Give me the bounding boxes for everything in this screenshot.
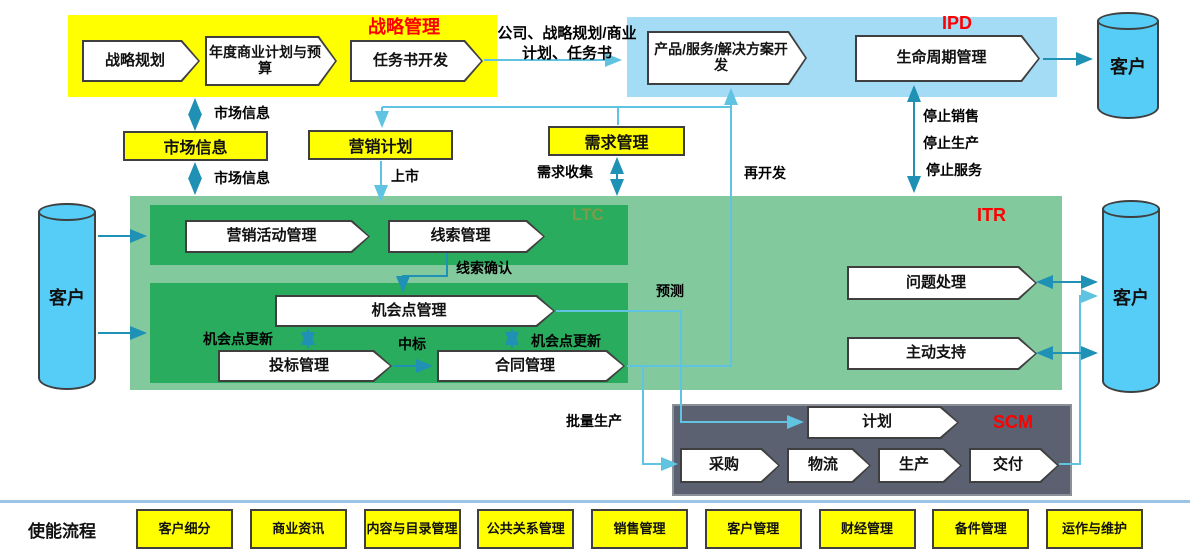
enabler-boxes: 客户细分 商业资讯 内容与目录管理 公共关系管理 销售管理 客户管理 财经管理 … xyxy=(136,509,1143,549)
process-lead-management: 线索管理 xyxy=(388,220,545,253)
process-annual-business-plan: 年度商业计划与预算 xyxy=(205,36,337,86)
info-box-marketing-plan: 营销计划 xyxy=(308,130,453,160)
flow-label-lead-confirm: 线索确认 xyxy=(456,260,512,276)
enabler-item-finance-mgmt: 财经管理 xyxy=(818,509,916,549)
enabler-item-public-relations-mgmt: 公共关系管理 xyxy=(477,509,575,549)
enabler-item-customer-mgmt: 客户管理 xyxy=(704,509,802,549)
flow-label-demand-collect: 需求收集 xyxy=(537,164,593,180)
process-contract-management: 合同管理 xyxy=(437,350,625,382)
flow-label-stop-production: 停止生产 xyxy=(923,135,979,151)
process-procurement: 采购 xyxy=(680,448,780,483)
flow-label-mass-production: 批量生产 xyxy=(566,413,622,429)
process-logistics: 物流 xyxy=(787,448,871,483)
flow-label-redevelop: 再开发 xyxy=(744,165,786,181)
scm-section-label: SCM xyxy=(993,412,1033,432)
flow-label-stop-service: 停止服务 xyxy=(926,162,982,178)
strategy-section-label: 战略管理 xyxy=(368,17,440,37)
process-proactive-support: 主动支持 xyxy=(847,337,1037,370)
info-box-market-info: 市场信息 xyxy=(123,131,268,161)
enabler-divider-line xyxy=(0,500,1190,503)
process-bidding-management: 投标管理 xyxy=(218,350,392,382)
flow-label-launch: 上市 xyxy=(391,168,419,184)
process-strategic-planning: 战略规划 xyxy=(82,40,200,82)
process-marketing-activity-mgmt: 营销活动管理 xyxy=(185,220,370,253)
enabler-item-business-intelligence: 商业资讯 xyxy=(249,509,347,549)
flow-label-forecast: 预测 xyxy=(656,283,684,299)
itr-section-label: ITR xyxy=(977,205,1006,225)
enabler-item-spare-parts-mgmt: 备件管理 xyxy=(932,509,1030,549)
process-lifecycle-management: 生命周期管理 xyxy=(855,35,1040,82)
enabler-item-content-catalog-mgmt: 内容与目录管理 xyxy=(363,509,461,549)
info-box-demand-management: 需求管理 xyxy=(548,126,685,156)
process-opportunity-management: 机会点管理 xyxy=(275,295,555,327)
enabler-item-customer-segmentation: 客户细分 xyxy=(136,509,233,549)
process-product-service-solution-dev: 产品/服务/解决方案开发 xyxy=(647,31,807,85)
flow-label-win-bid: 中标 xyxy=(398,336,426,352)
flow-label-opportunity-update-right: 机会点更新 xyxy=(531,333,601,349)
enabler-item-sales-mgmt: 销售管理 xyxy=(591,509,688,549)
enabler-row-title: 使能流程 xyxy=(28,521,96,541)
flow-label-stop-sales: 停止销售 xyxy=(923,108,979,124)
ipd-section-label: IPD xyxy=(942,13,973,33)
customer-cylinder-left: 客户 xyxy=(38,203,96,390)
process-plan: 计划 xyxy=(807,406,959,439)
customer-cylinder-top-right: 客户 xyxy=(1097,12,1159,119)
flow-label-market-info-up: 市场信息 xyxy=(214,105,270,121)
enabler-item-operation-maintenance: 运作与维护 xyxy=(1046,509,1143,549)
process-delivery: 交付 xyxy=(969,448,1059,483)
process-production: 生产 xyxy=(878,448,962,483)
flow-label-strategy-output: 公司、战略规划/商业计划、任务书 xyxy=(497,25,637,62)
customer-cylinder-right: 客户 xyxy=(1102,200,1160,393)
flow-label-opportunity-update-left: 机会点更新 xyxy=(203,331,273,347)
process-issue-handling: 问题处理 xyxy=(847,266,1037,300)
enabler-process-row: 使能流程 客户细分 商业资讯 内容与目录管理 公共关系管理 销售管理 客户管理 … xyxy=(0,504,1190,554)
ltc-section-label: LTC xyxy=(572,205,604,224)
process-task-charter-development: 任务书开发 xyxy=(350,40,483,82)
flow-label-market-info-down: 市场信息 xyxy=(214,170,270,186)
